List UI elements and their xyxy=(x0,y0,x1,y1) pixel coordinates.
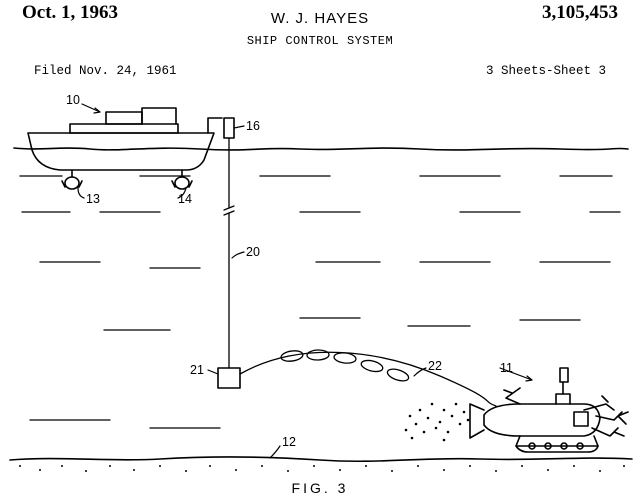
float-line-floats xyxy=(280,349,410,382)
patent-date: Oct. 1, 1963 xyxy=(22,2,119,23)
water-depth-lines xyxy=(19,175,621,429)
float-line xyxy=(239,351,497,407)
ref-13: 13 xyxy=(86,192,100,206)
sheet-count: 3 Sheets-Sheet 3 xyxy=(485,64,606,78)
ref-14: 14 xyxy=(178,192,192,206)
ref-21: 21 xyxy=(190,363,204,377)
underwater-vehicle xyxy=(469,367,629,453)
ref-12: 12 xyxy=(282,435,296,449)
propeller-14 xyxy=(171,169,193,190)
ref-10: 10 xyxy=(66,93,80,107)
ref-22: 22 xyxy=(428,359,442,373)
patent-title: SHIP CONTROL SYSTEM xyxy=(246,34,394,48)
figure-label: FIG. 3 xyxy=(291,480,349,496)
leader-lines xyxy=(77,103,533,459)
junction-box xyxy=(217,367,241,389)
buoy xyxy=(223,117,235,139)
ref-20: 20 xyxy=(246,245,260,259)
ship xyxy=(27,107,223,171)
ref-11: 11 xyxy=(500,361,513,375)
propeller-13 xyxy=(61,169,83,190)
water-surface xyxy=(13,147,629,151)
propeller-wash xyxy=(404,402,470,442)
seabed-texture xyxy=(19,465,625,472)
patent-number: 3,105,453 xyxy=(542,2,618,23)
cable xyxy=(223,137,235,369)
inventor-name: W. J. HAYES xyxy=(270,10,370,27)
seabed xyxy=(9,456,633,463)
filed-date: Filed Nov. 24, 1961 xyxy=(34,64,177,78)
ref-16: 16 xyxy=(246,119,260,133)
